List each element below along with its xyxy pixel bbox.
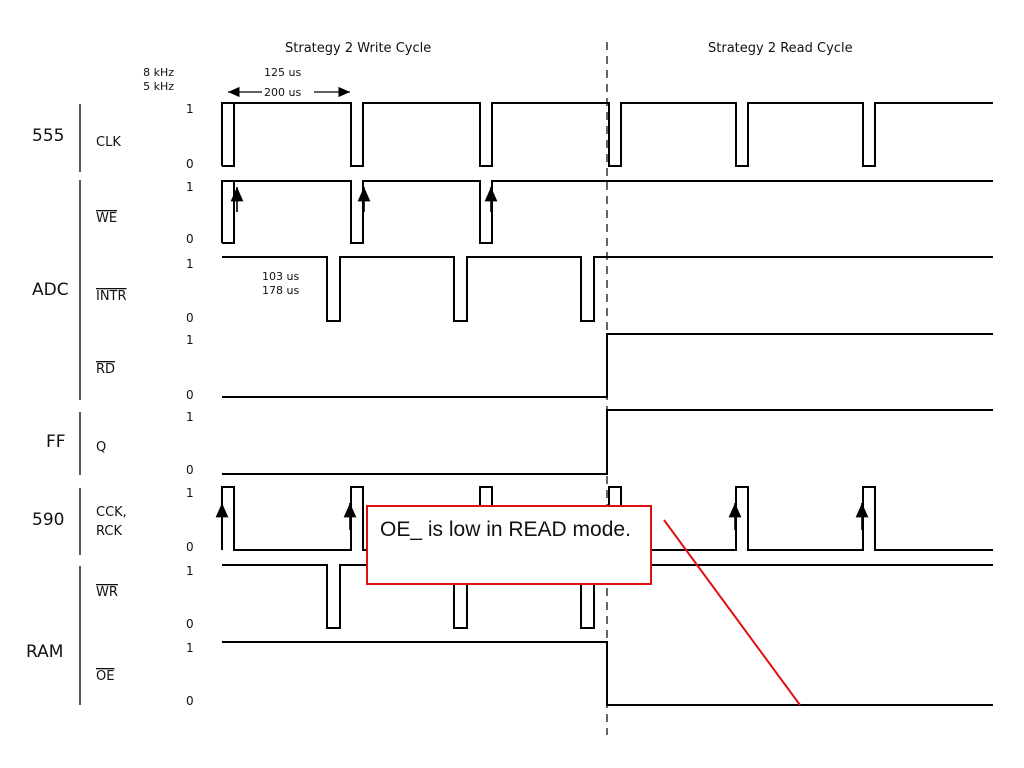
group-555: 555 — [32, 126, 64, 146]
signal-we: WE — [96, 211, 117, 226]
level-high-q: 1 — [186, 410, 194, 424]
level-high-rd: 1 — [186, 333, 194, 347]
level-low-clk: 0 — [186, 157, 194, 171]
group-adc: ADC — [32, 280, 69, 300]
level-high-intr: 1 — [186, 257, 194, 271]
signal-rck: RCK — [96, 524, 122, 539]
signal-rd: RD — [96, 362, 115, 377]
level-low-rd: 0 — [186, 388, 194, 402]
signal-oe: OE — [96, 669, 114, 684]
group-ram: RAM — [26, 642, 63, 662]
level-low-q: 0 — [186, 463, 194, 477]
level-high-we: 1 — [186, 180, 194, 194]
waveform-we — [221, 180, 993, 244]
signal-wr: WR — [96, 585, 118, 600]
callout-text: OE_ is low in READ mode. — [380, 518, 631, 541]
callout-pointer — [663, 519, 801, 706]
group-590: 590 — [32, 510, 64, 530]
level-high-wr: 1 — [186, 564, 194, 578]
waveform-intr — [222, 256, 993, 322]
level-high-cck: 1 — [186, 486, 194, 500]
level-low-we: 0 — [186, 232, 194, 246]
signal-q: Q — [96, 440, 106, 455]
signal-clk: CLK — [96, 135, 121, 150]
level-low-wr: 0 — [186, 617, 194, 631]
read-cycle-header: Strategy 2 Read Cycle — [708, 41, 853, 56]
waveform-wr — [222, 564, 993, 629]
period-label-125us: 125 us — [264, 66, 301, 79]
signal-cck: CCK, — [96, 505, 127, 520]
freq-label-8khz: 8 kHz — [143, 66, 174, 79]
level-low-cck: 0 — [186, 540, 194, 554]
level-high-oe: 1 — [186, 641, 194, 655]
signal-intr: INTR — [96, 289, 127, 304]
callout-box: OE_ is low in READ mode. — [366, 505, 652, 585]
freq-label-5khz: 5 kHz — [143, 80, 174, 93]
waveform-clk — [221, 102, 993, 167]
period-label-200us: 200 us — [264, 86, 301, 99]
group-ff: FF — [46, 432, 66, 452]
intr-label-103us: 103 us — [262, 270, 299, 283]
write-cycle-header: Strategy 2 Write Cycle — [285, 41, 431, 56]
level-low-oe: 0 — [186, 694, 194, 708]
intr-label-178us: 178 us — [262, 284, 299, 297]
level-high-clk: 1 — [186, 102, 194, 116]
level-low-intr: 0 — [186, 311, 194, 325]
